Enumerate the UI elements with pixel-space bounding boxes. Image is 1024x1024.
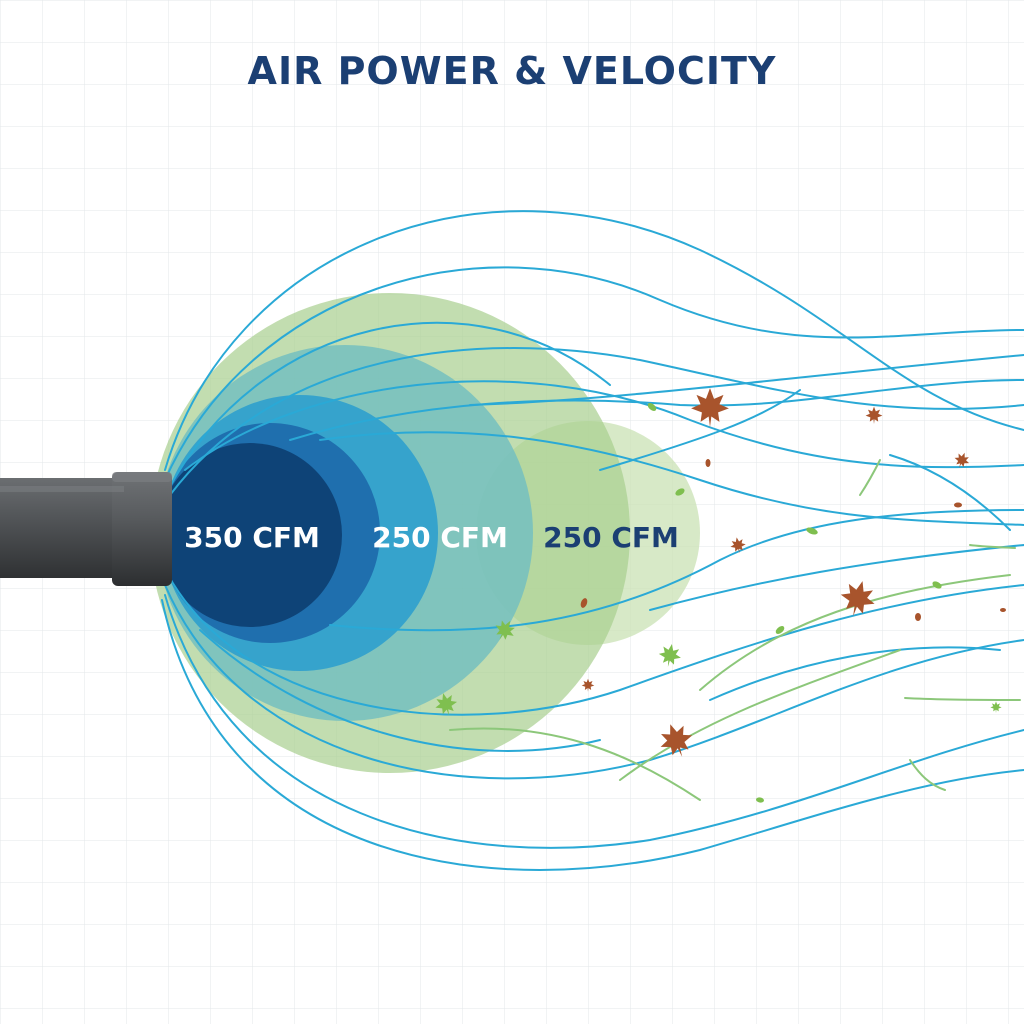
leaf-blower-nozzle-icon bbox=[0, 472, 172, 586]
zone-core bbox=[158, 443, 342, 627]
cfm-label-outer: 250 CFM bbox=[543, 521, 679, 554]
air-streams bbox=[161, 210, 1024, 871]
air-zones bbox=[150, 293, 700, 773]
debris-streams bbox=[449, 459, 1021, 801]
cfm-label-middle: 250 CFM bbox=[372, 521, 508, 554]
cfm-label-core: 350 CFM bbox=[184, 521, 320, 554]
green-leaf-icon bbox=[432, 403, 1002, 803]
diagram-title: AIR POWER & VELOCITY bbox=[248, 49, 777, 93]
small-debris bbox=[580, 459, 1006, 621]
leaves bbox=[432, 388, 1006, 803]
